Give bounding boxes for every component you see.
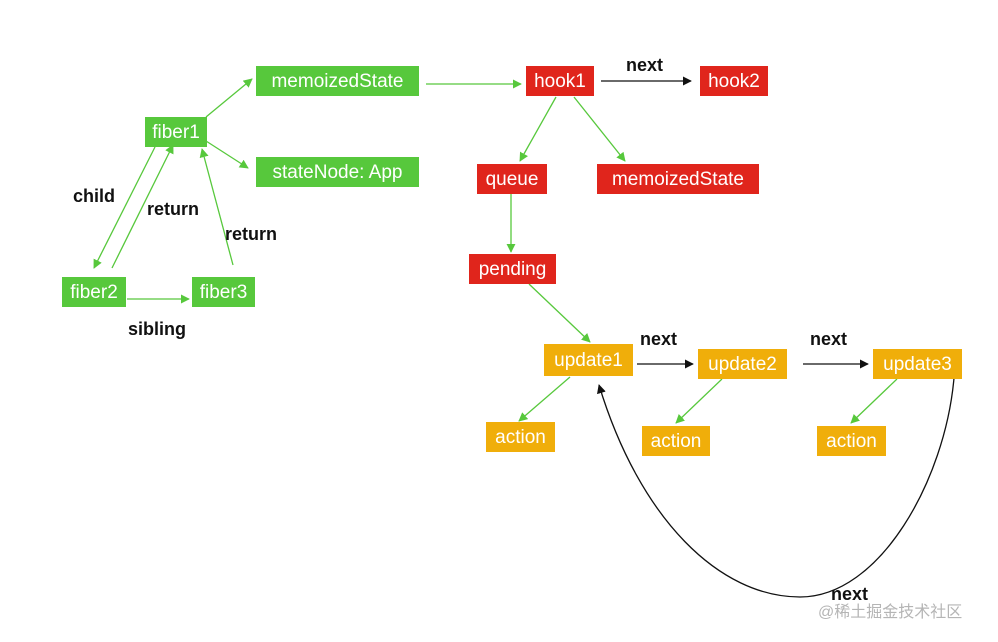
watermark: @稀土掘金技术社区 xyxy=(818,604,963,621)
edge-update1-action xyxy=(518,376,571,422)
edge-hook1-queue xyxy=(519,96,557,162)
node-fiber1: fiber1 xyxy=(145,117,207,147)
node-action-2: action xyxy=(642,426,710,456)
node-update3: update3 xyxy=(873,349,962,379)
node-action-1: action xyxy=(486,422,555,452)
node-statenode: stateNode: App xyxy=(256,157,419,187)
node-queue: queue xyxy=(477,164,547,194)
label-return-fiber2: return xyxy=(147,199,200,219)
label-child: child xyxy=(73,186,116,206)
edge-fiber3-fiber1-return xyxy=(199,148,234,266)
edge-fiber2-fiber1-return xyxy=(111,144,174,269)
node-action-3: action xyxy=(817,426,886,456)
label-next-update2: next xyxy=(810,329,848,349)
edge-hook1-memoizedstate xyxy=(573,96,626,162)
label-next-update1: next xyxy=(640,329,678,349)
node-hook2: hook2 xyxy=(700,66,768,96)
label-return-fiber3: return xyxy=(225,224,278,244)
edge-fiber1-fiber2-child xyxy=(93,146,156,269)
edge-update2-action xyxy=(675,378,723,424)
node-memoizedstate-fiber: memoizedState xyxy=(256,66,419,96)
node-fiber3: fiber3 xyxy=(192,277,255,307)
label-next-hook: next xyxy=(626,55,664,75)
node-pending: pending xyxy=(469,254,556,284)
label-sibling: sibling xyxy=(128,319,186,339)
node-update2: update2 xyxy=(698,349,787,379)
node-fiber2: fiber2 xyxy=(62,277,126,307)
edge-update3-update1-next-loop xyxy=(597,377,955,598)
edge-update3-action xyxy=(850,378,898,424)
label-next-loop: next xyxy=(831,584,869,604)
node-hook1: hook1 xyxy=(526,66,594,96)
edge-pending-update1 xyxy=(528,283,591,343)
edge-fiber1-memoizedstate xyxy=(205,78,253,118)
node-update1: update1 xyxy=(544,344,633,376)
edge-fiber1-statenode xyxy=(205,140,249,169)
node-memoizedstate-hook: memoizedState xyxy=(597,164,759,194)
